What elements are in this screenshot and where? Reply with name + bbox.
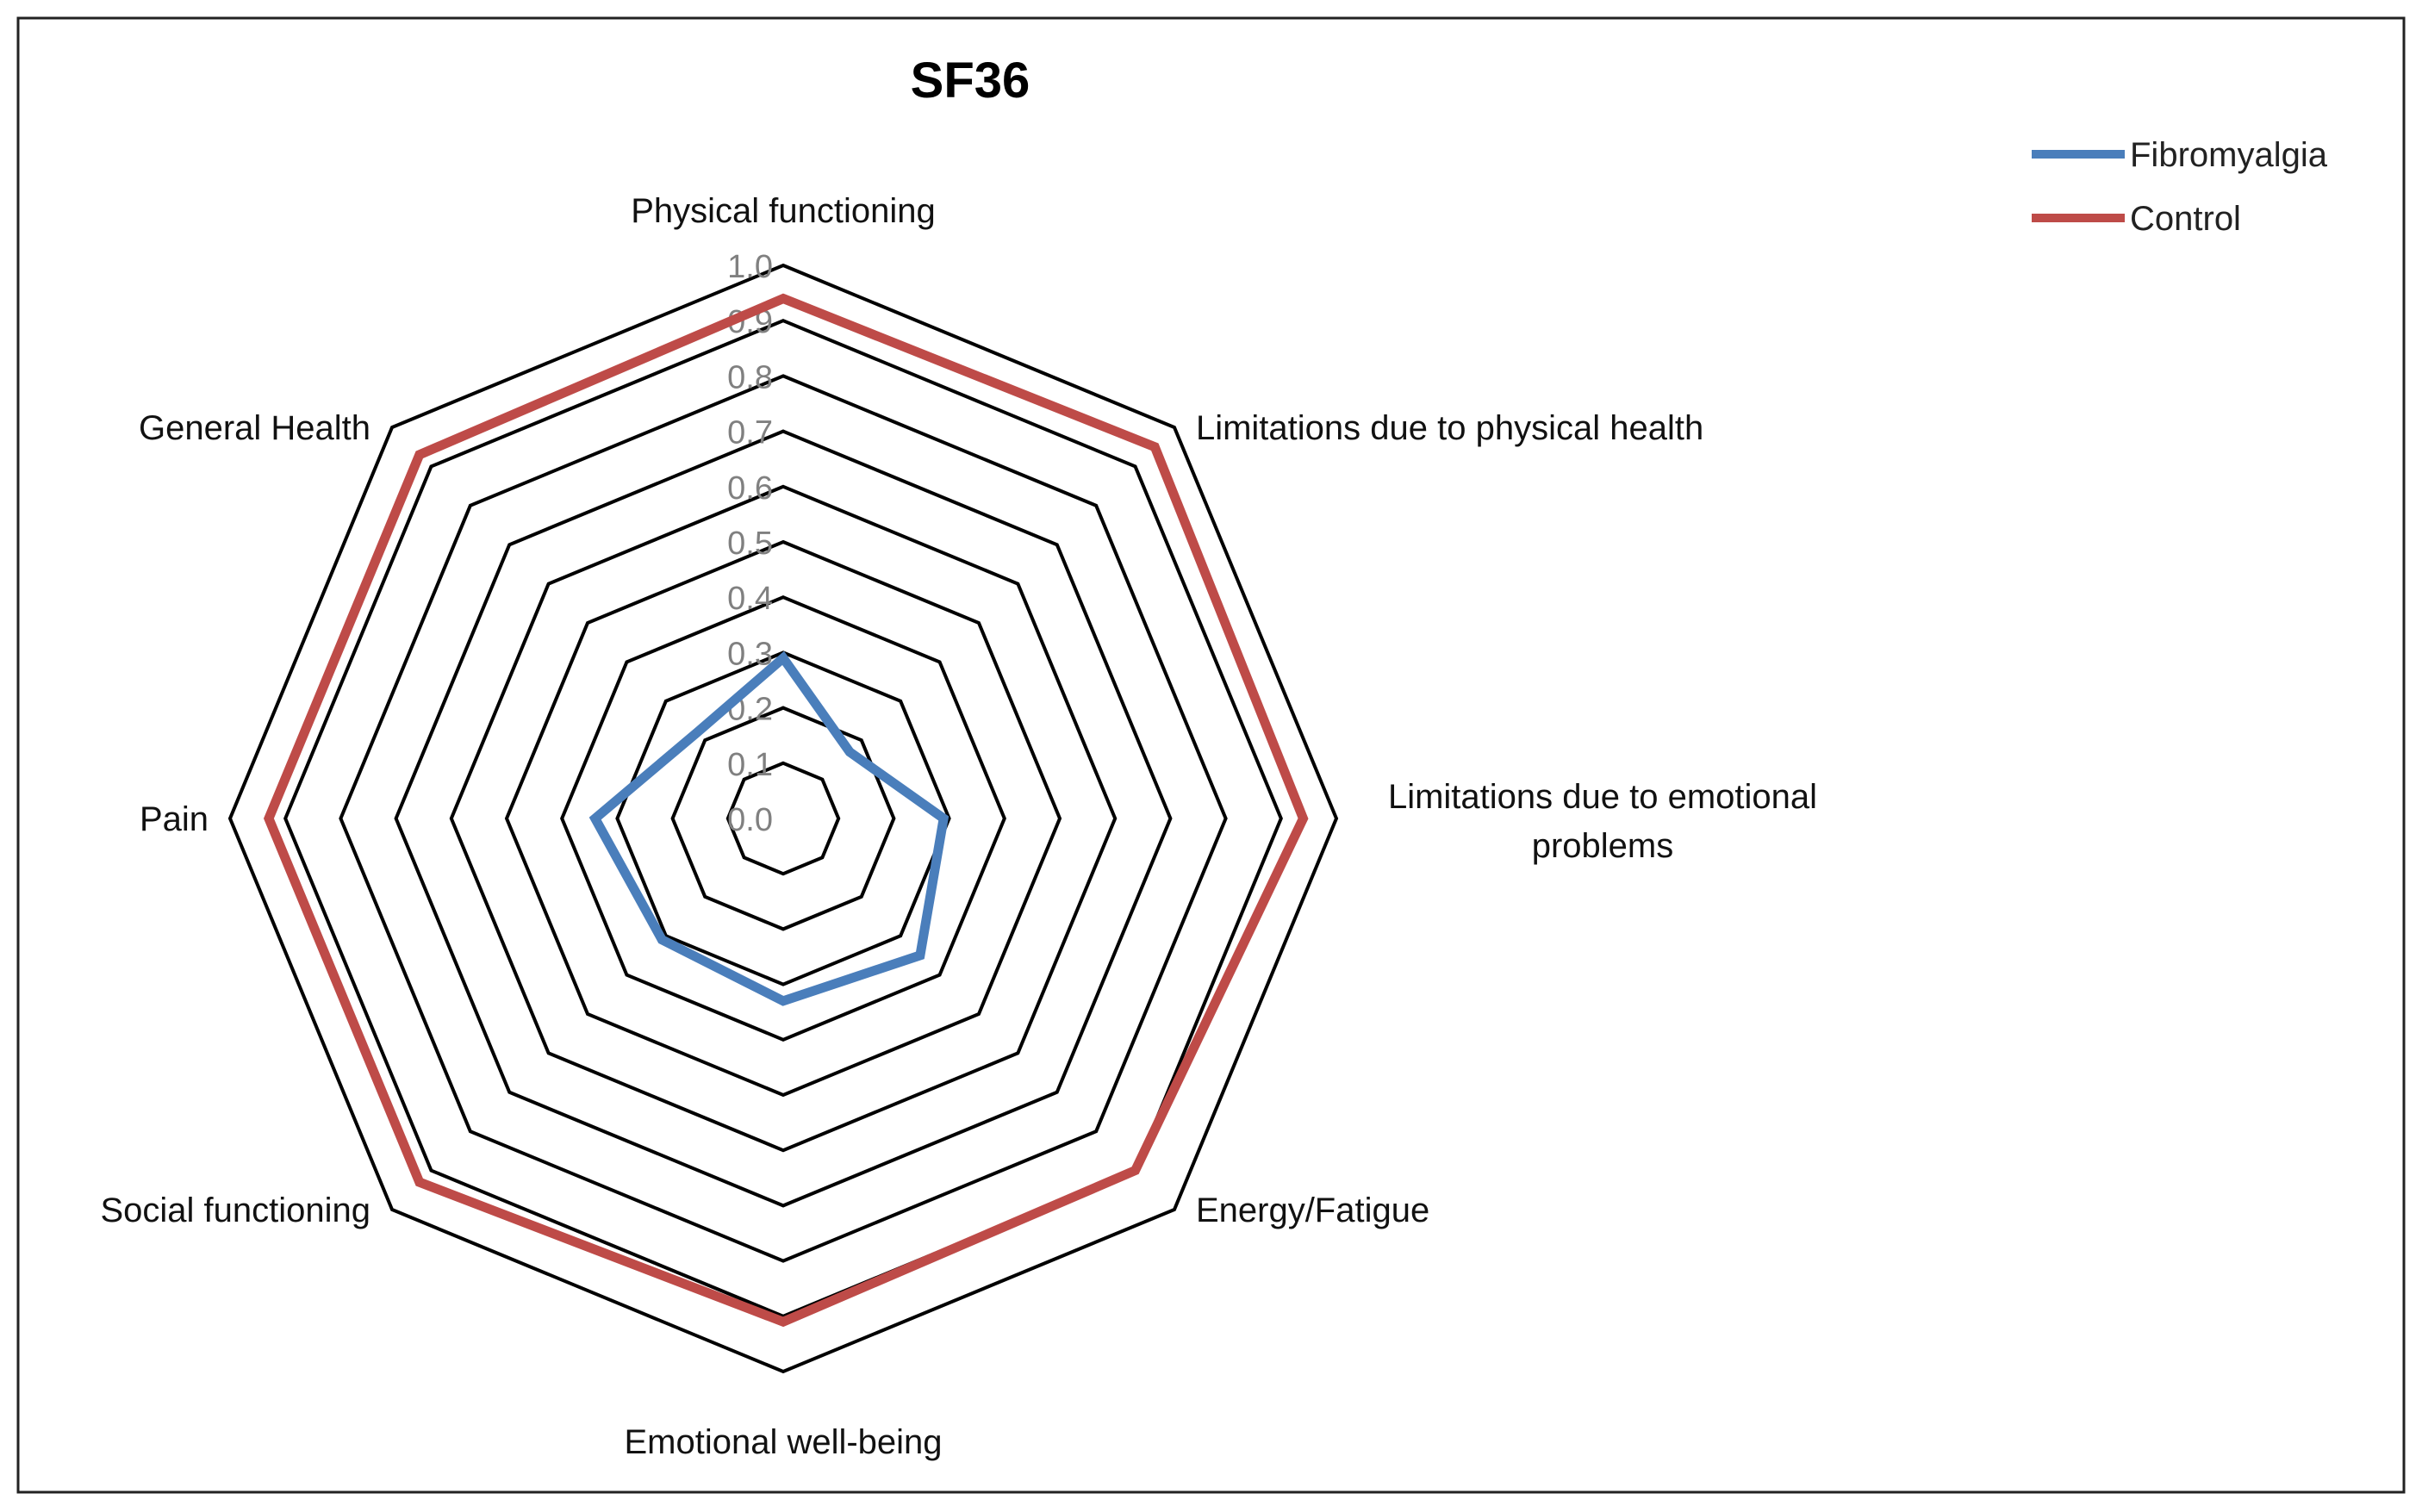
series-fibromyalgia bbox=[588, 650, 949, 1006]
legend-label: Control bbox=[2130, 200, 2241, 238]
grid-ring bbox=[394, 429, 1173, 1208]
category-label: Emotional well-being bbox=[624, 1423, 942, 1461]
tick-labels: 0.00.10.20.30.40.50.60.70.80.91.0 bbox=[727, 249, 773, 838]
grid-rings bbox=[227, 263, 1339, 1374]
tick-label: 0.5 bbox=[727, 526, 773, 562]
tick-label: 1.0 bbox=[727, 249, 773, 285]
chart-frame bbox=[16, 16, 2406, 1494]
series-lines bbox=[263, 293, 1309, 1328]
category-label: Pain bbox=[140, 800, 209, 838]
grid-ring bbox=[504, 539, 1062, 1098]
tick-label: 0.0 bbox=[727, 802, 773, 838]
tick-label: 0.3 bbox=[727, 636, 773, 672]
tick-label: 0.6 bbox=[727, 470, 773, 507]
category-label: Energy/Fatigue bbox=[1196, 1192, 1429, 1229]
grid-ring bbox=[725, 761, 841, 876]
category-label: Physical functioning bbox=[631, 192, 936, 230]
tick-label: 0.1 bbox=[727, 747, 773, 783]
grid-ring bbox=[560, 595, 1006, 1042]
category-label: General Health bbox=[139, 409, 370, 447]
grid-ring bbox=[449, 484, 1118, 1153]
chart-title: SF36 bbox=[911, 53, 1030, 109]
grid-ring bbox=[227, 263, 1339, 1374]
grid-ring bbox=[283, 319, 1283, 1318]
tick-label: 0.7 bbox=[727, 415, 773, 451]
grid-ring bbox=[339, 374, 1228, 1263]
category-label: Social functioning bbox=[100, 1192, 370, 1229]
tick-label: 0.4 bbox=[727, 581, 773, 617]
category-label: Limitations due to physical health bbox=[1196, 409, 1703, 447]
grid-ring bbox=[615, 650, 951, 986]
legend-label: Fibromyalgia bbox=[2130, 136, 2328, 174]
tick-label: 0.8 bbox=[727, 359, 773, 395]
series-control bbox=[263, 293, 1309, 1328]
